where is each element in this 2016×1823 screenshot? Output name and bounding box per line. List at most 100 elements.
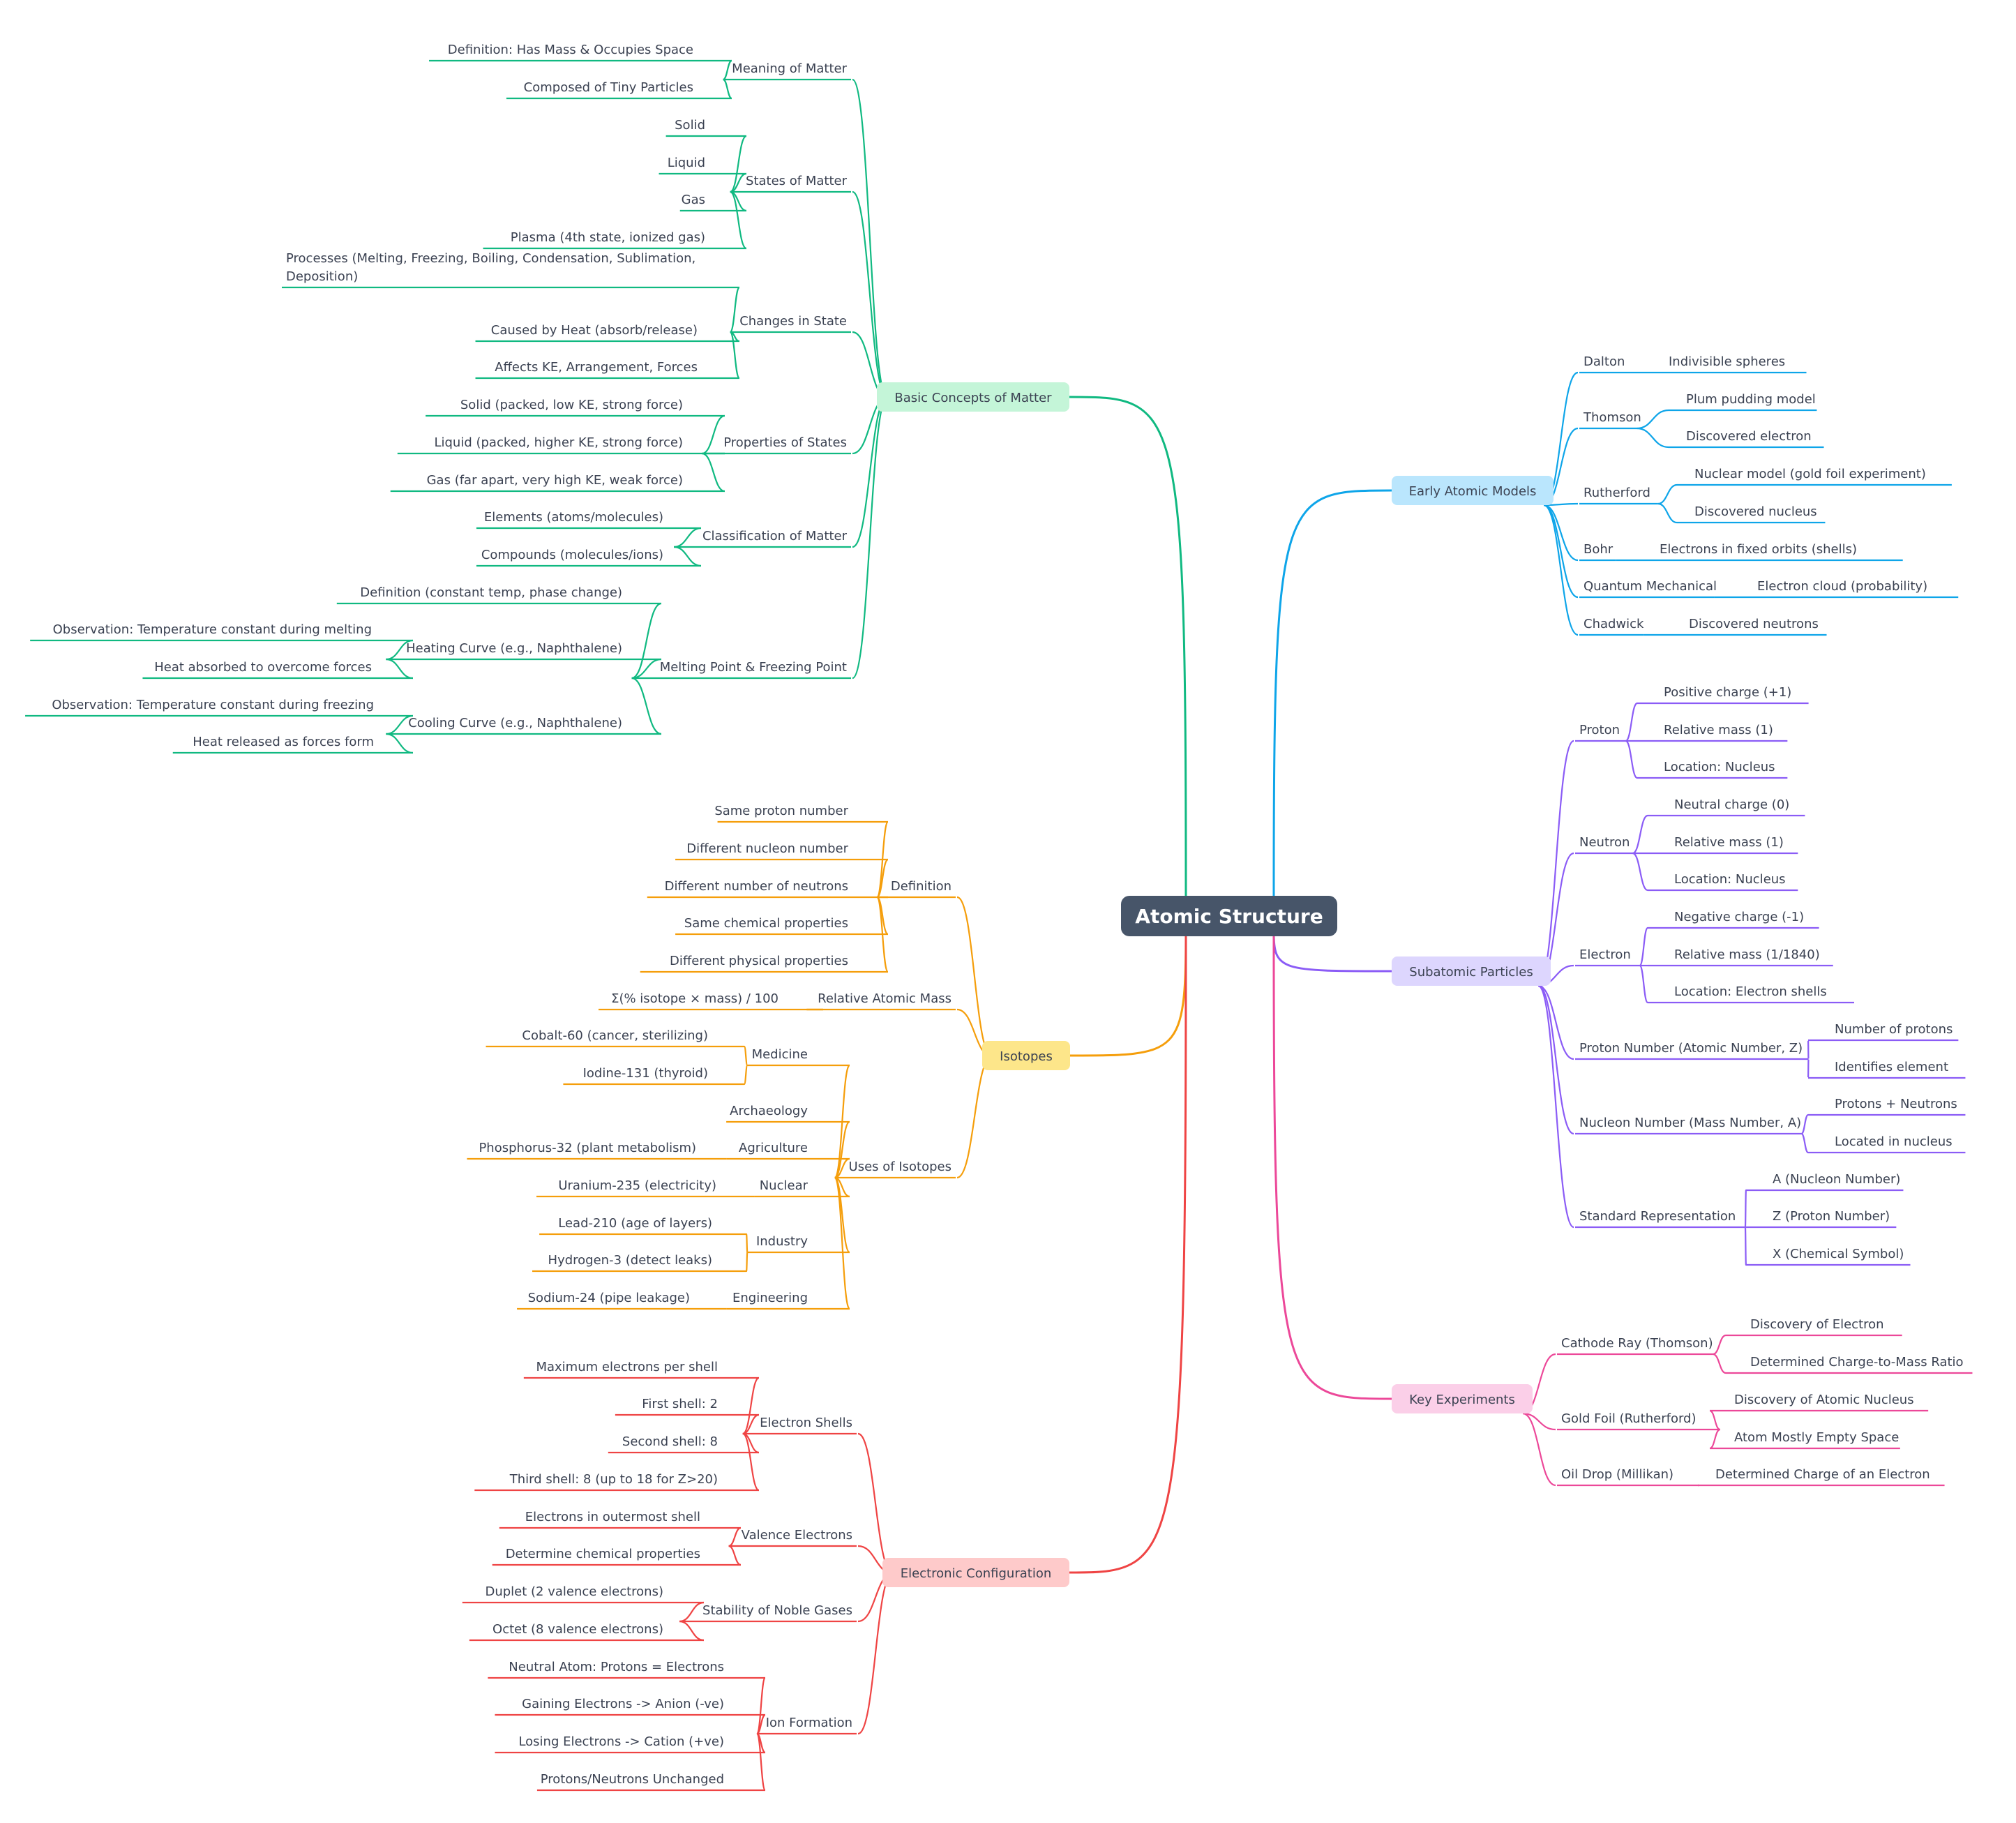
branch-isotopes-box[interactable]	[982, 1041, 1070, 1070]
node-positive-charge-1[interactable]: Positive charge (+1)	[1664, 685, 1791, 700]
node-number-of-protons[interactable]: Number of protons	[1835, 1022, 1953, 1037]
node-oil-drop-millikan[interactable]: Oil Drop (Millikan)	[1561, 1467, 1673, 1482]
node-octet-8-valence-electrons[interactable]: Octet (8 valence electrons)	[492, 1622, 663, 1637]
node-composed-of-tiny-particles[interactable]: Composed of Tiny Particles	[524, 80, 693, 95]
node-changes-in-state[interactable]: Changes in State	[739, 314, 847, 329]
node-determined-charge-of-an-electron[interactable]: Determined Charge of an Electron	[1715, 1467, 1930, 1482]
node-properties-of-states[interactable]: Properties of States	[723, 435, 847, 450]
node-lead-210-age-of-layers[interactable]: Lead-210 (age of layers)	[558, 1216, 712, 1231]
node-stability-of-noble-gases[interactable]: Stability of Noble Gases	[702, 1603, 852, 1618]
node-electrons-in-fixed-orbits-shells[interactable]: Electrons in fixed orbits (shells)	[1660, 542, 1857, 557]
node-relative-atomic-mass[interactable]: Relative Atomic Mass	[818, 991, 951, 1006]
node-protons-neutrons[interactable]: Protons + Neutrons	[1835, 1097, 1957, 1111]
node-plasma-4th-state-ionized-gas[interactable]: Plasma (4th state, ionized gas)	[511, 230, 705, 245]
node-discovered-electron[interactable]: Discovered electron	[1686, 429, 1812, 444]
node-gaining-electrons-anion-ve[interactable]: Gaining Electrons -> Anion (-ve)	[522, 1697, 724, 1711]
node-z-proton-number[interactable]: Z (Proton Number)	[1773, 1209, 1890, 1224]
node-uses-of-isotopes[interactable]: Uses of Isotopes	[849, 1160, 951, 1174]
node-bohr[interactable]: Bohr	[1584, 542, 1613, 557]
branch-matter-box[interactable]	[877, 382, 1069, 412]
node-second-shell-8[interactable]: Second shell: 8	[622, 1434, 718, 1449]
node-location-electron-shells[interactable]: Location: Electron shells	[1674, 984, 1827, 999]
node-heat-released-as-forces-form[interactable]: Heat released as forces form	[193, 735, 374, 749]
node-location-nucleus[interactable]: Location: Nucleus	[1674, 872, 1786, 887]
node-neutral-charge-0[interactable]: Neutral charge (0)	[1674, 797, 1789, 812]
node-discovered-nucleus[interactable]: Discovered nucleus	[1694, 504, 1817, 519]
node-rutherford[interactable]: Rutherford	[1584, 486, 1650, 500]
node-negative-charge-1[interactable]: Negative charge (-1)	[1674, 910, 1804, 924]
node-elements-atoms-molecules[interactable]: Elements (atoms/molecules)	[484, 510, 663, 525]
root-node[interactable]	[1121, 896, 1337, 936]
node-heating-curve-e-g-naphthalene[interactable]: Heating Curve (e.g., Naphthalene)	[406, 641, 622, 656]
node-discovery-of-atomic-nucleus[interactable]: Discovery of Atomic Nucleus	[1734, 1393, 1914, 1407]
node-caused-by-heat-absorb-release[interactable]: Caused by Heat (absorb/release)	[491, 323, 698, 338]
node-electron-shells[interactable]: Electron Shells	[760, 1416, 852, 1430]
node-melting-point-freezing-point[interactable]: Melting Point & Freezing Point	[660, 660, 847, 675]
node-chadwick[interactable]: Chadwick	[1584, 617, 1644, 631]
node-discovered-neutrons[interactable]: Discovered neutrons	[1689, 617, 1819, 631]
node-location-nucleus[interactable]: Location: Nucleus	[1664, 760, 1775, 774]
node-meaning-of-matter[interactable]: Meaning of Matter	[732, 61, 847, 76]
node-discovery-of-electron[interactable]: Discovery of Electron	[1750, 1317, 1884, 1332]
node-observation-temperature-constant-during-melting[interactable]: Observation: Temperature constant during…	[53, 622, 372, 637]
node-gas-far-apart-very-high-ke-weak-force[interactable]: Gas (far apart, very high KE, weak force…	[427, 473, 683, 488]
node-determine-chemical-properties[interactable]: Determine chemical properties	[506, 1547, 700, 1561]
node-valence-electrons[interactable]: Valence Electrons	[742, 1528, 852, 1543]
branch-subatomic-box[interactable]	[1392, 956, 1551, 986]
node-relative-mass-1[interactable]: Relative mass (1)	[1664, 723, 1773, 737]
node-gas[interactable]: Gas	[682, 193, 705, 207]
node-maximum-electrons-per-shell[interactable]: Maximum electrons per shell	[536, 1360, 718, 1374]
node-different-nucleon-number[interactable]: Different nucleon number	[686, 841, 848, 856]
node-hydrogen-3-detect-leaks[interactable]: Hydrogen-3 (detect leaks)	[548, 1253, 712, 1268]
node-nuclear[interactable]: Nuclear	[760, 1178, 808, 1193]
node-atom-mostly-empty-space[interactable]: Atom Mostly Empty Space	[1734, 1430, 1899, 1445]
node-cobalt-60-cancer-sterilizing[interactable]: Cobalt-60 (cancer, sterilizing)	[522, 1028, 708, 1043]
node-classification-of-matter[interactable]: Classification of Matter	[702, 529, 848, 543]
node-same-chemical-properties[interactable]: Same chemical properties	[684, 916, 848, 931]
node-medicine[interactable]: Medicine	[752, 1047, 808, 1062]
node-uranium-235-electricity[interactable]: Uranium-235 (electricity)	[558, 1178, 716, 1193]
node-definition[interactable]: Definition	[891, 879, 951, 894]
node-affects-ke-arrangement-forces[interactable]: Affects KE, Arrangement, Forces	[495, 360, 698, 375]
node-cooling-curve-e-g-naphthalene[interactable]: Cooling Curve (e.g., Naphthalene)	[408, 716, 622, 730]
node-indivisible-spheres[interactable]: Indivisible spheres	[1669, 354, 1785, 369]
node-relative-mass-1[interactable]: Relative mass (1)	[1674, 835, 1784, 850]
node-located-in-nucleus[interactable]: Located in nucleus	[1835, 1134, 1953, 1149]
node-losing-electrons-cation-ve[interactable]: Losing Electrons -> Cation (+ve)	[518, 1734, 724, 1749]
node-nucleon-number-mass-number-a[interactable]: Nucleon Number (Mass Number, A)	[1579, 1116, 1801, 1130]
node-dalton[interactable]: Dalton	[1584, 354, 1625, 369]
node-definition-has-mass-occupies-space[interactable]: Definition: Has Mass & Occupies Space	[448, 43, 693, 57]
node-isotope-mass-100[interactable]: Σ(% isotope × mass) / 100	[611, 991, 778, 1006]
node-compounds-molecules-ions[interactable]: Compounds (molecules/ions)	[481, 548, 663, 562]
node-solid-packed-low-ke-strong-force[interactable]: Solid (packed, low KE, strong force)	[460, 398, 683, 412]
node-plum-pudding-model[interactable]: Plum pudding model	[1686, 392, 1816, 407]
node-electron[interactable]: Electron	[1579, 947, 1631, 962]
branch-experiments-box[interactable]	[1392, 1384, 1533, 1413]
node-liquid-packed-higher-ke-strong-force[interactable]: Liquid (packed, higher KE, strong force)	[434, 435, 683, 450]
node-a-nucleon-number[interactable]: A (Nucleon Number)	[1773, 1172, 1900, 1187]
node-thomson[interactable]: Thomson	[1583, 410, 1641, 425]
node-processes-melting-freezing-boiling-condensation-sublimation-deposition[interactable]: Processes (Melting, Freezing, Boiling, C…	[286, 251, 695, 284]
node-electrons-in-outermost-shell[interactable]: Electrons in outermost shell	[525, 1510, 700, 1524]
node-proton[interactable]: Proton	[1579, 723, 1620, 737]
node-identifies-element[interactable]: Identifies element	[1835, 1060, 1948, 1074]
node-electron-cloud-probability[interactable]: Electron cloud (probability)	[1757, 579, 1927, 594]
node-same-proton-number[interactable]: Same proton number	[714, 804, 848, 818]
node-determined-charge-to-mass-ratio[interactable]: Determined Charge-to-Mass Ratio	[1750, 1355, 1964, 1370]
node-industry[interactable]: Industry	[756, 1234, 808, 1249]
branch-models-box[interactable]	[1392, 476, 1554, 505]
node-engineering[interactable]: Engineering	[732, 1291, 808, 1305]
node-phosphorus-32-plant-metabolism[interactable]: Phosphorus-32 (plant metabolism)	[479, 1141, 696, 1155]
node-first-shell-2[interactable]: First shell: 2	[642, 1397, 718, 1411]
node-iodine-131-thyroid[interactable]: Iodine-131 (thyroid)	[583, 1066, 708, 1081]
node-heat-absorbed-to-overcome-forces[interactable]: Heat absorbed to overcome forces	[154, 660, 372, 675]
node-cathode-ray-thomson[interactable]: Cathode Ray (Thomson)	[1561, 1336, 1713, 1351]
node-neutron[interactable]: Neutron	[1579, 835, 1630, 850]
node-duplet-2-valence-electrons[interactable]: Duplet (2 valence electrons)	[485, 1584, 663, 1599]
node-states-of-matter[interactable]: States of Matter	[746, 174, 848, 188]
node-definition-constant-temp-phase-change[interactable]: Definition (constant temp, phase change)	[360, 585, 622, 600]
node-sodium-24-pipe-leakage[interactable]: Sodium-24 (pipe leakage)	[528, 1291, 690, 1305]
node-neutral-atom-protons-electrons[interactable]: Neutral Atom: Protons = Electrons	[509, 1660, 724, 1674]
node-different-number-of-neutrons[interactable]: Different number of neutrons	[665, 879, 848, 894]
node-different-physical-properties[interactable]: Different physical properties	[670, 954, 848, 968]
